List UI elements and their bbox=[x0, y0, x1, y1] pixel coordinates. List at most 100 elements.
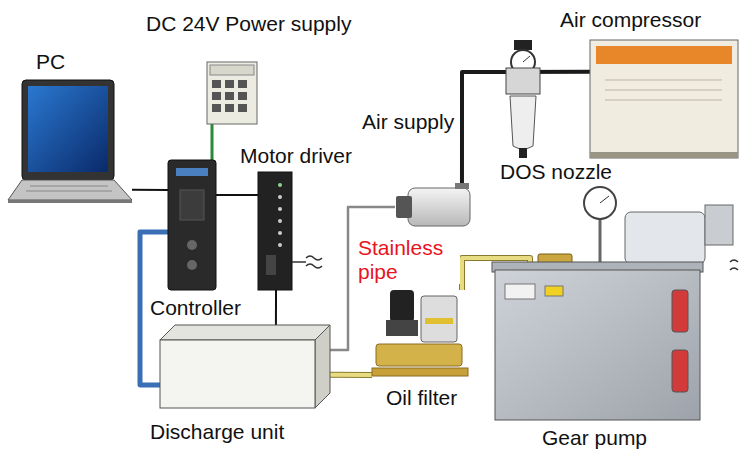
air-regulator-icon bbox=[506, 40, 540, 158]
laptop-icon-part bbox=[30, 186, 108, 187]
cable-connector bbox=[330, 374, 372, 375]
device-node: Discharge unit bbox=[160, 325, 330, 408]
cable-line bbox=[132, 189, 168, 191]
air-compressor-icon-part bbox=[590, 40, 738, 158]
device-label: Oil filter bbox=[386, 386, 457, 410]
motor-driver-icon-part bbox=[278, 231, 282, 235]
cable-connector bbox=[216, 195, 258, 196]
line-label: Air supply bbox=[360, 110, 456, 134]
discharge-unit-icon-part bbox=[315, 325, 330, 408]
gear-pump-icon-part bbox=[545, 286, 563, 296]
laptop-icon-part bbox=[8, 200, 132, 203]
device-label: Controller bbox=[150, 296, 241, 320]
dos-nozzle-icon-part bbox=[455, 183, 469, 189]
discharge-unit-icon bbox=[160, 325, 330, 408]
device-label: DOS nozzle bbox=[500, 160, 612, 184]
controller-icon-part bbox=[180, 190, 204, 220]
motor-driver-icon-part bbox=[292, 261, 306, 263]
cable-line bbox=[211, 124, 214, 160]
device-label: Gear pump bbox=[542, 426, 647, 450]
motor-driver-icon-part bbox=[278, 183, 282, 187]
laptop-icon bbox=[8, 80, 132, 203]
device-node: Air compressor bbox=[590, 40, 738, 158]
cable-connector bbox=[132, 189, 168, 190]
device-label: Motor driver bbox=[240, 144, 352, 168]
oil-filter-icon-part bbox=[390, 290, 414, 322]
power-supply-icon-part bbox=[207, 62, 257, 124]
laptop-icon-part bbox=[28, 86, 108, 172]
device-node: PC bbox=[8, 80, 132, 202]
pipe-outline bbox=[330, 372, 372, 378]
oil-filter-icon-part bbox=[386, 320, 418, 336]
motor-driver-icon-part bbox=[278, 219, 282, 223]
discharge-unit-icon-part bbox=[160, 325, 330, 340]
oil-filter-icon-part bbox=[376, 344, 462, 366]
controller-icon-part bbox=[168, 160, 216, 290]
air-regulator-icon-part bbox=[523, 56, 530, 62]
oil-filter-icon-part bbox=[421, 296, 457, 342]
device-node: Controller bbox=[168, 160, 216, 290]
dos-nozzle-icon-part bbox=[396, 196, 412, 218]
motor-driver-icon-part bbox=[258, 172, 292, 290]
dos-nozzle-icon bbox=[396, 183, 470, 226]
gear-pump-icon-part bbox=[705, 205, 733, 245]
air-compressor-icon-part bbox=[605, 100, 722, 101]
cable-line bbox=[216, 194, 258, 196]
oil-filter-icon-part bbox=[425, 318, 453, 324]
device-node: DC 24V Power supply bbox=[207, 62, 257, 124]
power-supply-icon-part bbox=[212, 104, 221, 112]
laptop-icon-part bbox=[8, 180, 132, 200]
power-supply-icon bbox=[207, 62, 257, 124]
power-supply-icon-part bbox=[210, 65, 254, 75]
controller-icon-part bbox=[176, 168, 208, 176]
device-node: Oil filter bbox=[372, 290, 468, 378]
device-label: Discharge unit bbox=[150, 420, 284, 444]
cable-line bbox=[330, 373, 372, 377]
power-supply-icon-part bbox=[225, 92, 234, 100]
laptop-icon-part bbox=[26, 191, 112, 192]
air-compressor-icon-part bbox=[605, 80, 722, 81]
power-supply-icon-part bbox=[212, 92, 221, 100]
device-node: DOS nozzle bbox=[395, 186, 470, 228]
device-node: Gear pump bbox=[495, 270, 700, 420]
air-compressor-icon bbox=[590, 40, 738, 158]
power-supply-icon-part bbox=[238, 104, 247, 112]
gear-pump-icon-part bbox=[730, 260, 738, 270]
controller-icon-part bbox=[187, 240, 197, 250]
controller-icon bbox=[168, 160, 216, 290]
gear-pump-icon-part bbox=[495, 270, 700, 420]
gear-pump-icon-part bbox=[505, 284, 535, 299]
motor-driver-icon-part bbox=[306, 256, 322, 268]
air-compressor-icon-part bbox=[590, 152, 738, 158]
air-regulator-icon-part bbox=[514, 40, 532, 50]
controller-icon-part bbox=[187, 260, 197, 270]
dos-nozzle-icon-part bbox=[408, 188, 470, 226]
discharge-unit-icon-part bbox=[160, 340, 315, 408]
air-regulator-icon-part bbox=[510, 96, 536, 149]
air-regulator-icon-part bbox=[519, 148, 527, 158]
power-supply-icon-part bbox=[238, 80, 247, 88]
line-label: Stainless pipe bbox=[356, 236, 460, 284]
laptop-icon-part bbox=[22, 80, 114, 180]
oil-filter-icon bbox=[372, 290, 468, 376]
power-supply-icon-part bbox=[238, 92, 247, 100]
air-regulator-icon-part bbox=[506, 68, 540, 94]
motor-driver-icon-part bbox=[266, 255, 276, 275]
motor-driver-icon bbox=[258, 172, 322, 290]
power-supply-icon-part bbox=[225, 80, 234, 88]
cable-line bbox=[275, 290, 277, 325]
motor-driver-icon-part bbox=[278, 195, 282, 199]
motor-driver-icon-part bbox=[278, 243, 282, 247]
cable-connector bbox=[275, 290, 276, 325]
gear-pump-icon bbox=[492, 187, 738, 420]
motor-driver-icon-part bbox=[278, 207, 282, 211]
gear-pump-icon-part bbox=[625, 212, 705, 264]
device-node: Motor driver bbox=[258, 172, 292, 290]
device-label: Air compressor bbox=[560, 8, 701, 32]
cable-connector bbox=[212, 124, 213, 160]
gear-pump-icon-part bbox=[584, 187, 616, 219]
power-supply-icon-part bbox=[212, 80, 221, 88]
air-compressor-icon-part bbox=[596, 46, 732, 64]
gear-pump-icon-part bbox=[672, 350, 688, 392]
